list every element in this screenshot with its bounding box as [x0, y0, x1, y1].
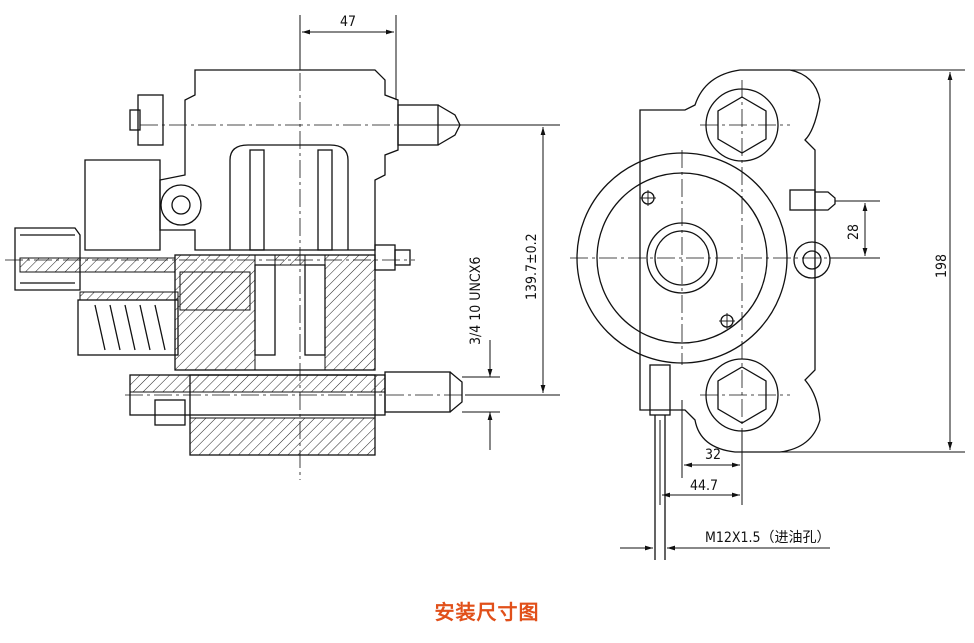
dim-47: 47	[299, 14, 397, 100]
dim-28-label: 28	[846, 224, 862, 240]
dim-32-label: 32	[705, 447, 721, 463]
dim-44-7	[659, 420, 743, 505]
centerlines-left	[5, 15, 470, 480]
dim-198-label: 198	[934, 254, 950, 278]
dim-28	[830, 200, 880, 259]
dim-port-label: M12X1.5（进油孔）	[705, 530, 831, 546]
svg-text:47: 47	[340, 14, 356, 30]
dim-thread-label: 3/4 10 UNCX6	[468, 257, 484, 345]
dim-198	[780, 69, 965, 453]
dim-139-7-label: 139.7±0.2	[524, 233, 540, 300]
dim-44-7-label: 44.7	[690, 478, 718, 494]
dim-139-7	[398, 124, 560, 396]
dim-thread	[462, 340, 500, 450]
figure-caption: 安装尺寸图	[434, 600, 540, 624]
section-hatching	[19, 254, 386, 456]
crosshairs	[640, 190, 735, 329]
centerlines-right	[570, 80, 880, 470]
dim-32	[681, 400, 743, 478]
installation-drawing: 47 139.7±0.2 3/4 10 UNCX6	[5, 14, 965, 560]
